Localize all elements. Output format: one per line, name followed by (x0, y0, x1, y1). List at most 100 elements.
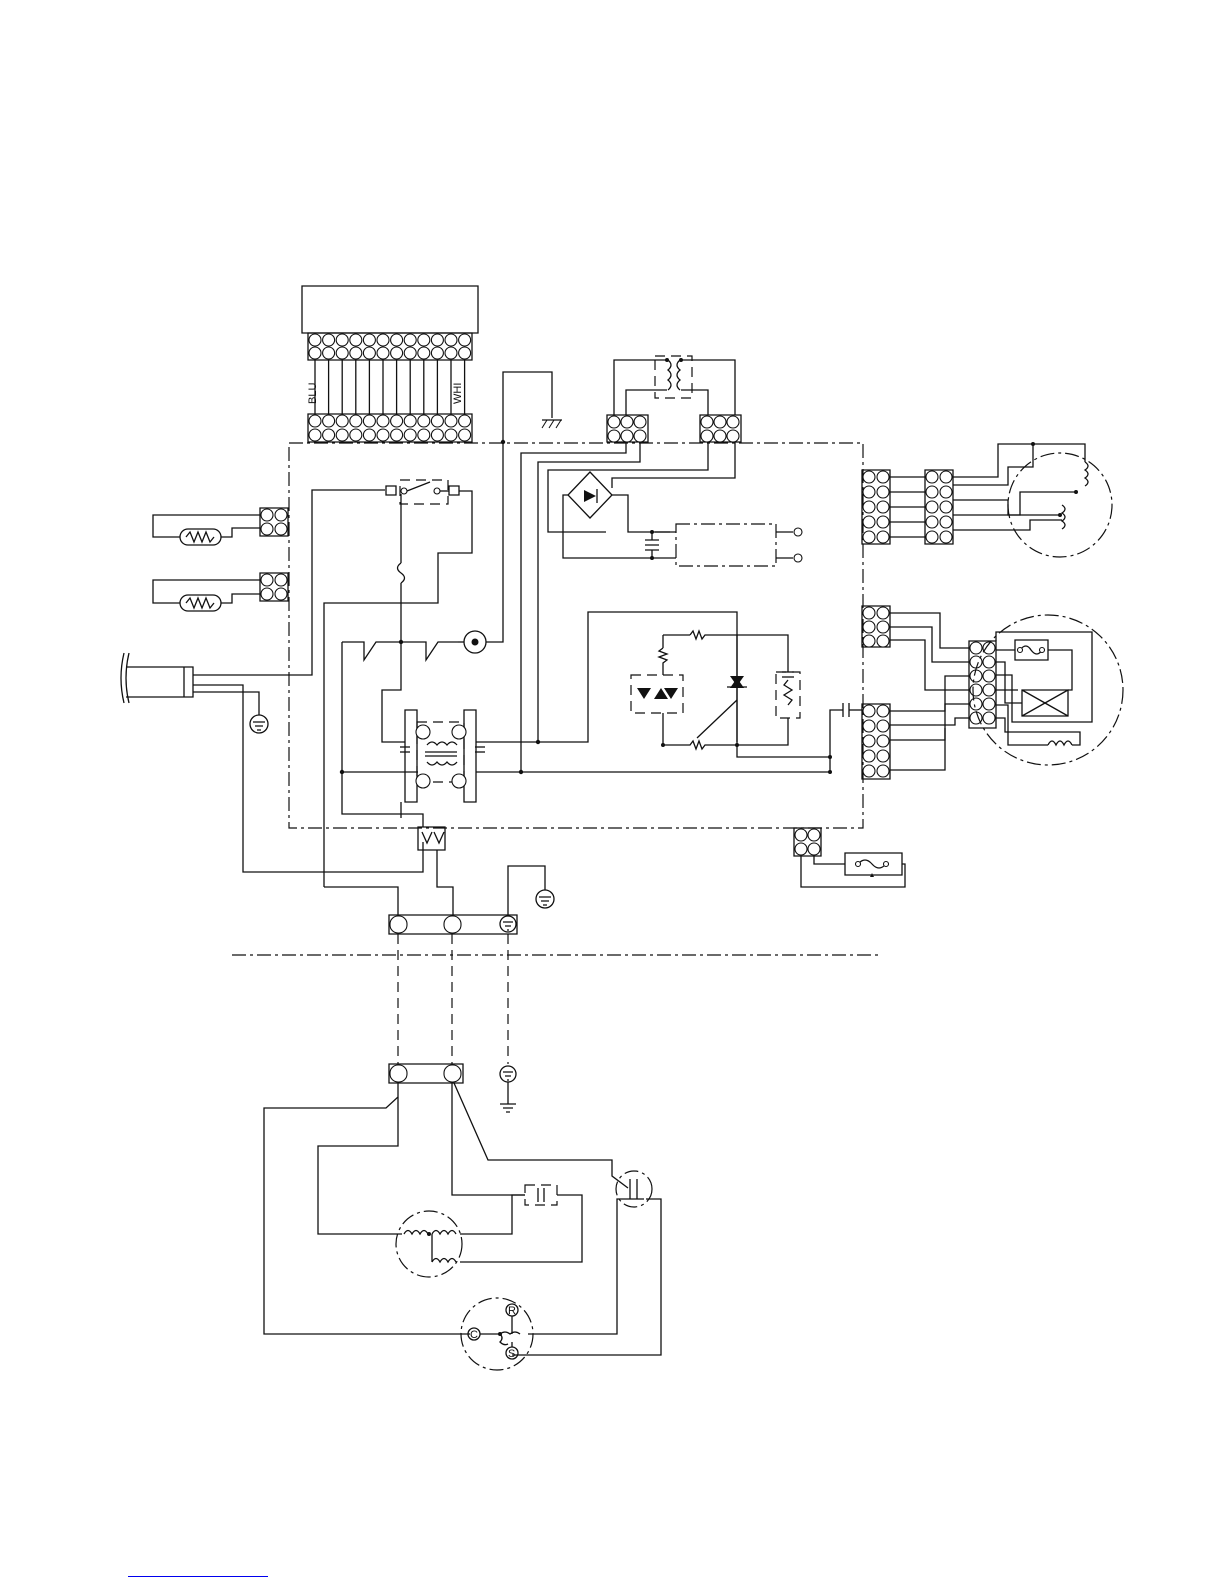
transformer-secondary-connector (700, 415, 741, 442)
connector-pin (261, 509, 273, 521)
connector-pin (983, 670, 995, 682)
wire (890, 704, 969, 711)
louver-motor-connector (925, 470, 953, 544)
microcontroller-block (655, 524, 802, 566)
connector-pin (336, 415, 348, 427)
connector-pin (431, 334, 443, 346)
fan-motor-capacitor (828, 703, 862, 774)
connector-pin (634, 416, 646, 428)
fan-motor-board-connector (862, 606, 890, 647)
connector-pin (608, 430, 620, 442)
connector-pin (863, 705, 875, 717)
display-board (302, 286, 478, 333)
connector-pin (445, 429, 457, 441)
connector-pin (983, 656, 995, 668)
connector-pin (431, 415, 443, 427)
connector-pin (418, 429, 430, 441)
connector-pin (621, 430, 633, 442)
connector-pin (863, 765, 875, 777)
connector-pin (970, 684, 982, 696)
connector-pin (404, 415, 416, 427)
connector-pin (323, 415, 335, 427)
compressor-run-capacitor (616, 1171, 652, 1207)
connector-pin (863, 607, 875, 619)
connector-pin (877, 750, 889, 762)
connector-pin (926, 516, 938, 528)
ribbon-connector-bottom (308, 414, 472, 442)
connector-pin (363, 347, 375, 359)
connector-pin (940, 531, 952, 543)
triac-driver (631, 631, 739, 749)
connector-pin (391, 347, 403, 359)
connector-pin (701, 416, 713, 428)
connector-pin (404, 347, 416, 359)
connector-pin (350, 415, 362, 427)
louver-motor (953, 442, 1112, 557)
relay-switch (324, 480, 472, 887)
connector-pin (309, 347, 321, 359)
connector-pin (377, 347, 389, 359)
snubber (737, 635, 830, 757)
wire-label-whi: WHI (452, 383, 464, 404)
connector-pin (970, 698, 982, 710)
connector-pin (940, 471, 952, 483)
field-wiring (398, 934, 508, 1064)
connector-pin (261, 574, 273, 586)
connector-pin (863, 750, 875, 762)
connector-pin (445, 334, 457, 346)
outdoor-wiring (264, 1083, 661, 1355)
compressor: C R S (461, 1298, 533, 1370)
connector-pin (445, 347, 457, 359)
connector-pin (877, 501, 889, 513)
connector-pin (323, 334, 335, 346)
connector-pin (418, 347, 430, 359)
connector-pin (970, 642, 982, 654)
connector-pin (404, 334, 416, 346)
connector-pin (350, 429, 362, 441)
connector-pin (714, 430, 726, 442)
connector-pin (863, 635, 875, 647)
compressor-terminal-r: R (508, 1305, 516, 1317)
wire (890, 627, 969, 662)
room-thermistor-connector (260, 508, 288, 536)
fuse (398, 494, 405, 644)
connector-pin (877, 635, 889, 647)
connector-pin (940, 516, 952, 528)
outdoor-terminal-block (389, 1064, 463, 1083)
connector-pin (877, 607, 889, 619)
connector-pin (275, 574, 287, 586)
connector-pin (926, 501, 938, 513)
pipe-thermistor-connector (260, 573, 288, 601)
connector-pin (808, 843, 820, 855)
connector-pin (391, 415, 403, 427)
connector-pin (350, 347, 362, 359)
wire (890, 718, 969, 725)
connector-pin (970, 670, 982, 682)
connector-pin (926, 471, 938, 483)
connector-pin (877, 531, 889, 543)
wire (890, 728, 945, 770)
compressor-terminal-c: C (470, 1329, 478, 1341)
connector-pin (363, 334, 375, 346)
connector-pin (795, 829, 807, 841)
thermal-fuse (801, 853, 905, 887)
louver-motor-board-connector (862, 470, 890, 544)
connector-pin (983, 698, 995, 710)
wire-label-blu: BLU (307, 383, 319, 404)
connector-pin (431, 429, 443, 441)
connector-pin (940, 486, 952, 498)
transformer-primary-connector (607, 415, 648, 442)
connector-pin (634, 430, 646, 442)
connector-pin (926, 531, 938, 543)
page-link-underline[interactable] (128, 1576, 268, 1577)
connector-pin (727, 416, 739, 428)
connector-pin (336, 429, 348, 441)
connector-pin (445, 415, 457, 427)
connector-pin (336, 347, 348, 359)
connector-pin (391, 334, 403, 346)
ribbon-cable: BLU WHI (307, 360, 465, 414)
connector-pin (391, 429, 403, 441)
wire (890, 613, 969, 648)
connector-pin (877, 471, 889, 483)
